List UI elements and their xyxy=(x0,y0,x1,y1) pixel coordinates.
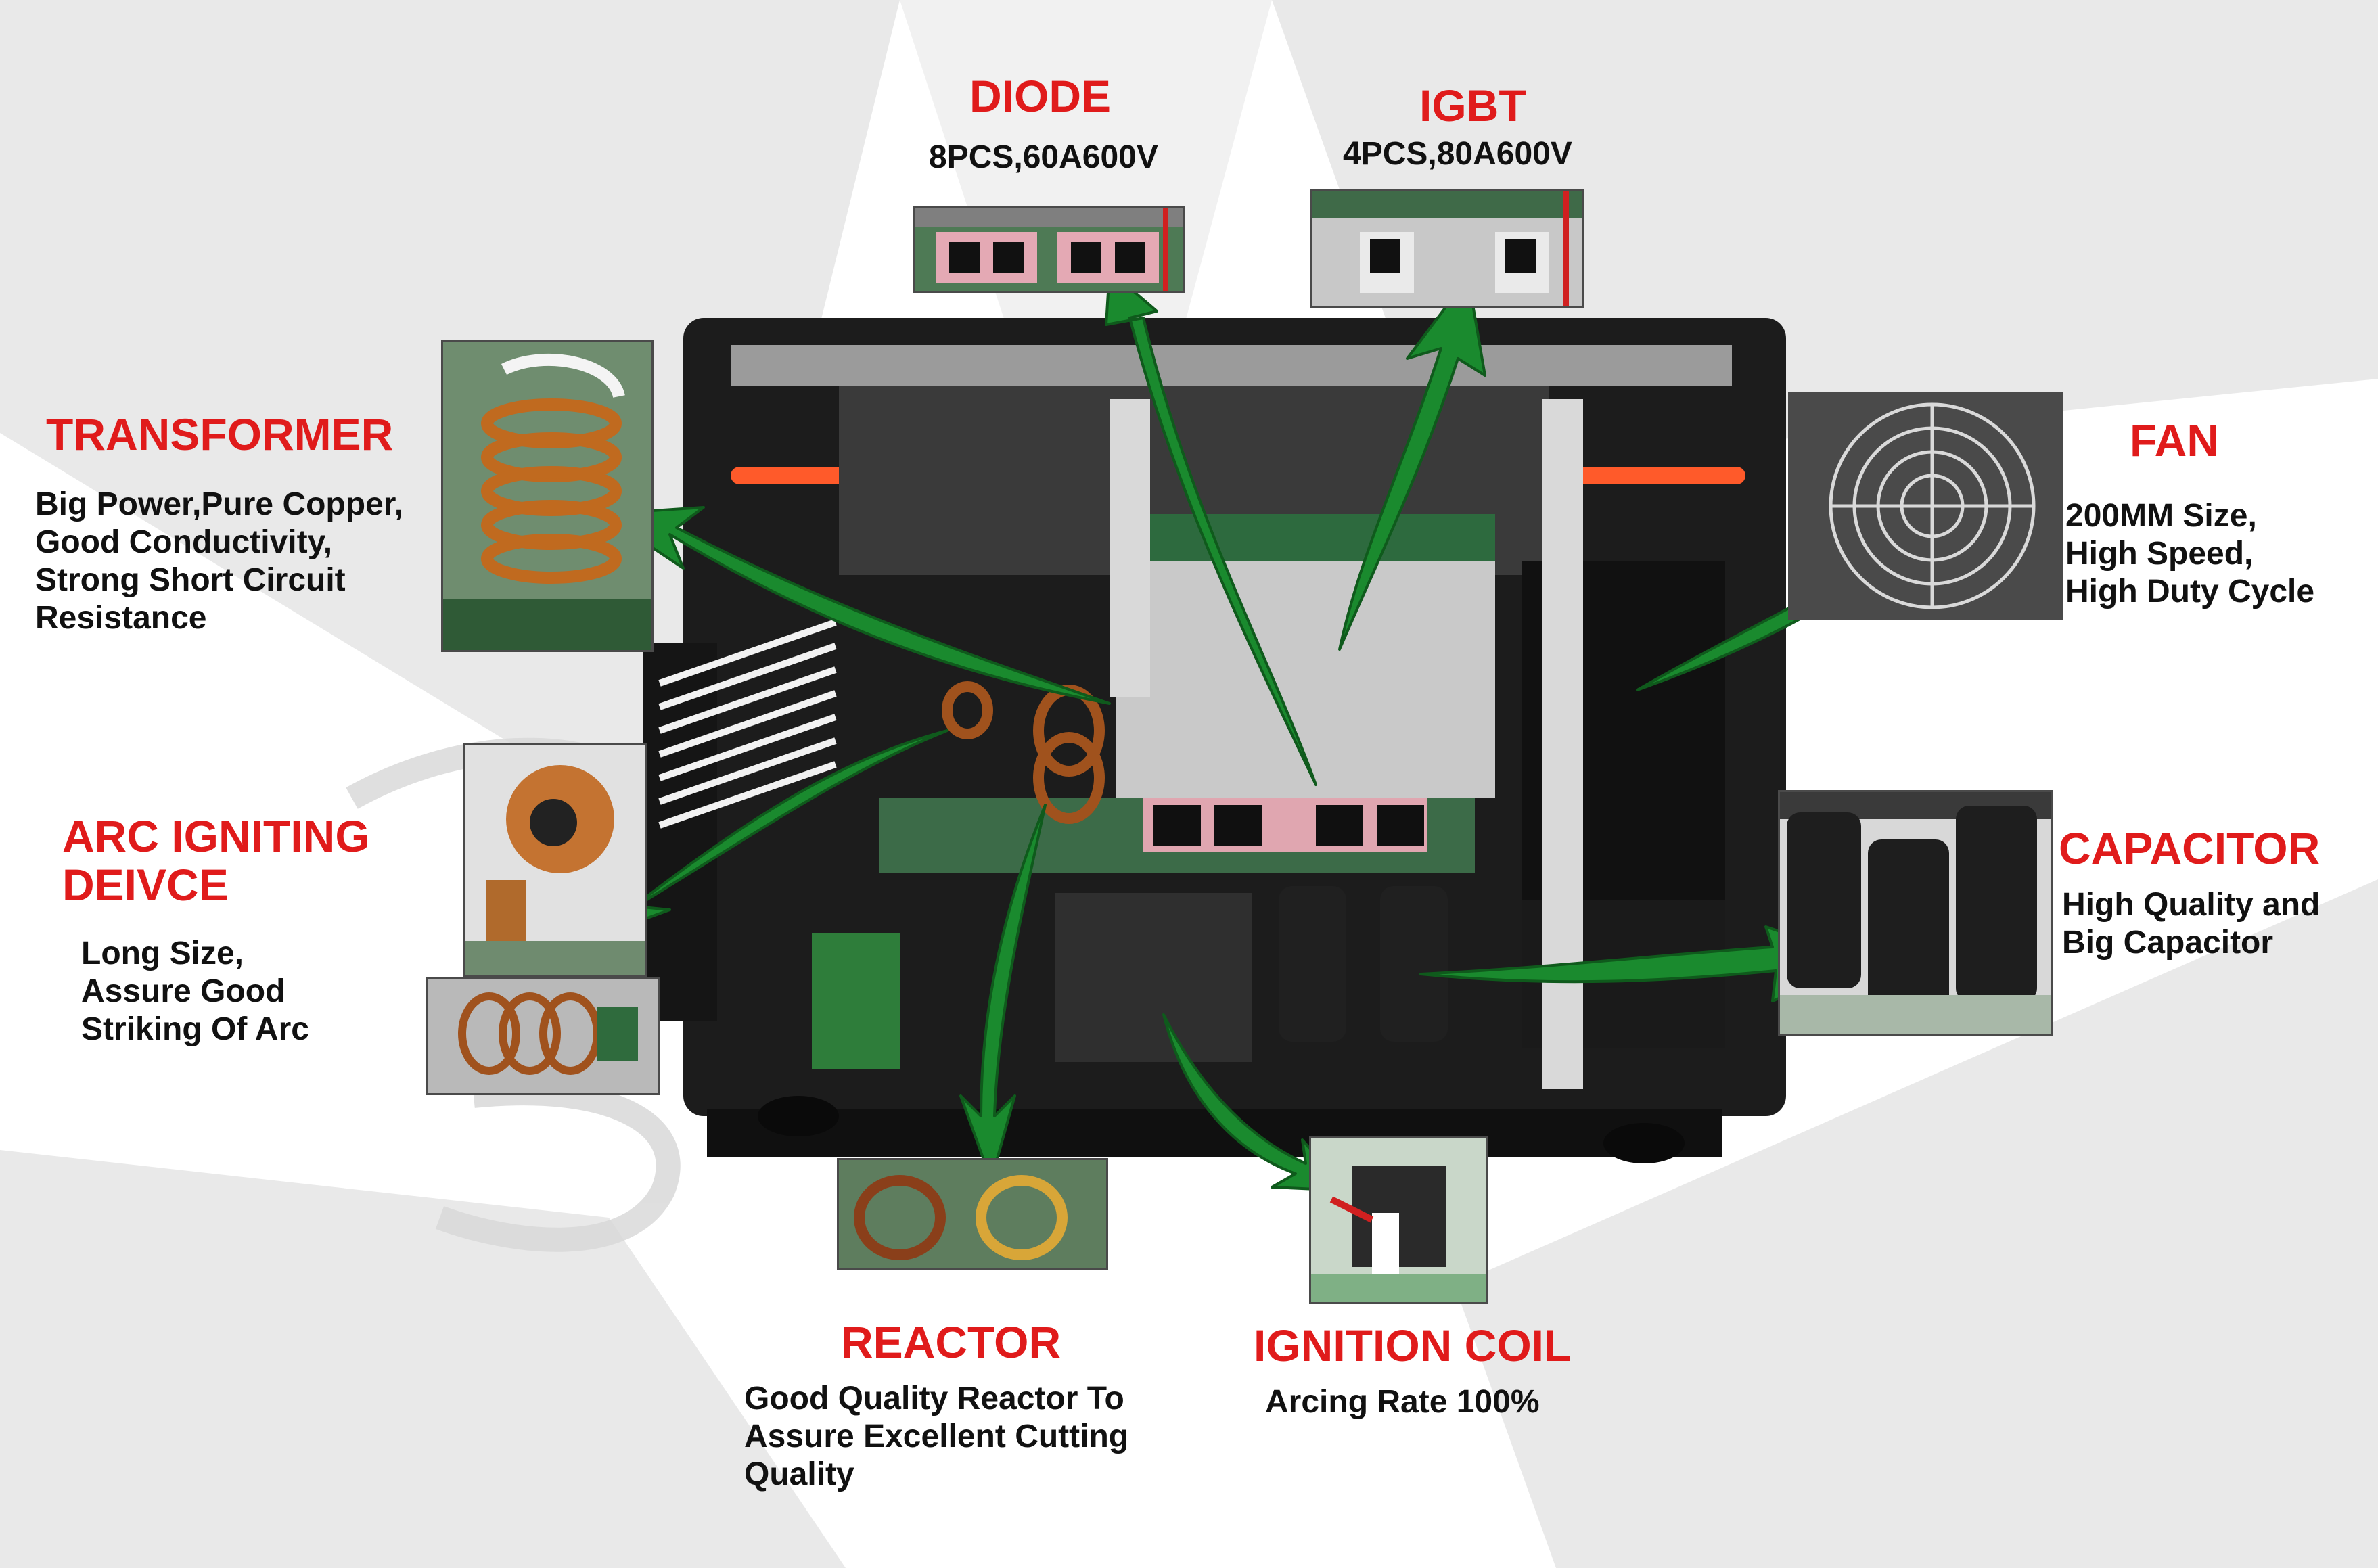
fan-desc-line: High Duty Cycle xyxy=(2065,574,2315,609)
fan-photo xyxy=(1788,392,2063,620)
arc-igniting-desc-line: Striking Of Arc xyxy=(81,1011,309,1047)
diode-photo xyxy=(913,206,1185,293)
transformer-coil-icon xyxy=(443,353,651,650)
fan-title: FAN xyxy=(2130,415,2219,465)
arc-igniting-title-line: DEIVCE xyxy=(62,860,229,910)
diode-module-icon xyxy=(915,208,1183,291)
diode-title: DIODE xyxy=(969,71,1112,121)
igbt-desc: 4PCS,80A600V xyxy=(1343,135,1572,173)
transformer-desc-line: Resistance xyxy=(35,600,207,636)
igbt-photo xyxy=(1310,189,1584,308)
arc-igniting-desc: Long Size, Assure Good Striking Of Arc xyxy=(81,935,309,1048)
arc-igniting-desc-line: Assure Good xyxy=(81,973,285,1009)
vent-slots xyxy=(658,619,837,829)
igbt-title: IGBT xyxy=(1419,80,1526,131)
arc-igniting-title: ARC IGNITING DEIVCE xyxy=(62,812,370,909)
arc-igniting-photo-bottom xyxy=(426,977,660,1095)
capacitor-cans-icon xyxy=(1780,792,2051,1034)
transformer-title: TRANSFORMER xyxy=(46,409,394,459)
arc-igniting-board-icon xyxy=(458,992,638,1075)
capacitor-title: CAPACITOR xyxy=(2059,823,2320,873)
ignition-coil-icon xyxy=(1311,1166,1486,1302)
capacitor-photo xyxy=(1778,790,2053,1036)
capacitor-desc-line: Big Capacitor xyxy=(2062,925,2274,961)
fan-desc: 200MM Size, High Speed, High Duty Cycle xyxy=(2065,497,2314,611)
transformer-photo xyxy=(441,340,654,652)
reactor-desc-line: Assure Excellent Cutting xyxy=(744,1419,1129,1454)
transformer-desc-line: Big Power,Pure Copper, xyxy=(35,486,404,522)
arc-igniting-desc-line: Long Size, xyxy=(81,936,244,971)
capacitor-desc: High Quality and Big Capacitor xyxy=(2062,886,2320,962)
arc-igniting-photo-top xyxy=(463,743,647,977)
capacitor-bank xyxy=(1279,886,1448,1042)
transformer-desc-line: Good Conductivity, xyxy=(35,524,333,560)
reactor-desc-line: Good Quality Reactor To xyxy=(744,1381,1124,1416)
arc-igniting-coil-icon xyxy=(465,765,645,975)
fan-guard-icon xyxy=(1829,402,2036,609)
reactor-title: REACTOR xyxy=(841,1317,1061,1367)
ignition-coil-desc: Arcing Rate 100% xyxy=(1265,1383,1540,1421)
fan-desc-line: High Speed, xyxy=(2065,536,2254,572)
capacitor-desc-line: High Quality and xyxy=(2062,887,2320,923)
reactor-photo xyxy=(837,1158,1108,1270)
igbt-desc-line: 4PCS,80A600V xyxy=(1343,136,1572,172)
arc-igniting-title-line: ARC IGNITING xyxy=(62,811,370,861)
reactor-desc-line: Quality xyxy=(744,1456,854,1492)
ignition-coil-desc-line: Arcing Rate 100% xyxy=(1265,1384,1540,1420)
reactor-desc: Good Quality Reactor To Assure Excellent… xyxy=(744,1380,1128,1494)
ignition-coil-photo xyxy=(1309,1136,1488,1304)
diode-modules xyxy=(1143,798,1427,852)
transformer-desc-line: Strong Short Circuit xyxy=(35,562,346,598)
diode-desc-line: 8PCS,60A600V xyxy=(929,139,1158,175)
fan-desc-line: 200MM Size, xyxy=(2065,498,2257,534)
ignition-coil-title: IGNITION COIL xyxy=(1254,1320,1572,1370)
welder-machine xyxy=(643,318,1786,1163)
transformer-desc: Big Power,Pure Copper, Good Conductivity… xyxy=(35,486,403,637)
diode-desc: 8PCS,60A600V xyxy=(929,139,1158,177)
reactor-coils-icon xyxy=(854,1175,1068,1260)
igbt-module-icon xyxy=(1312,191,1582,306)
